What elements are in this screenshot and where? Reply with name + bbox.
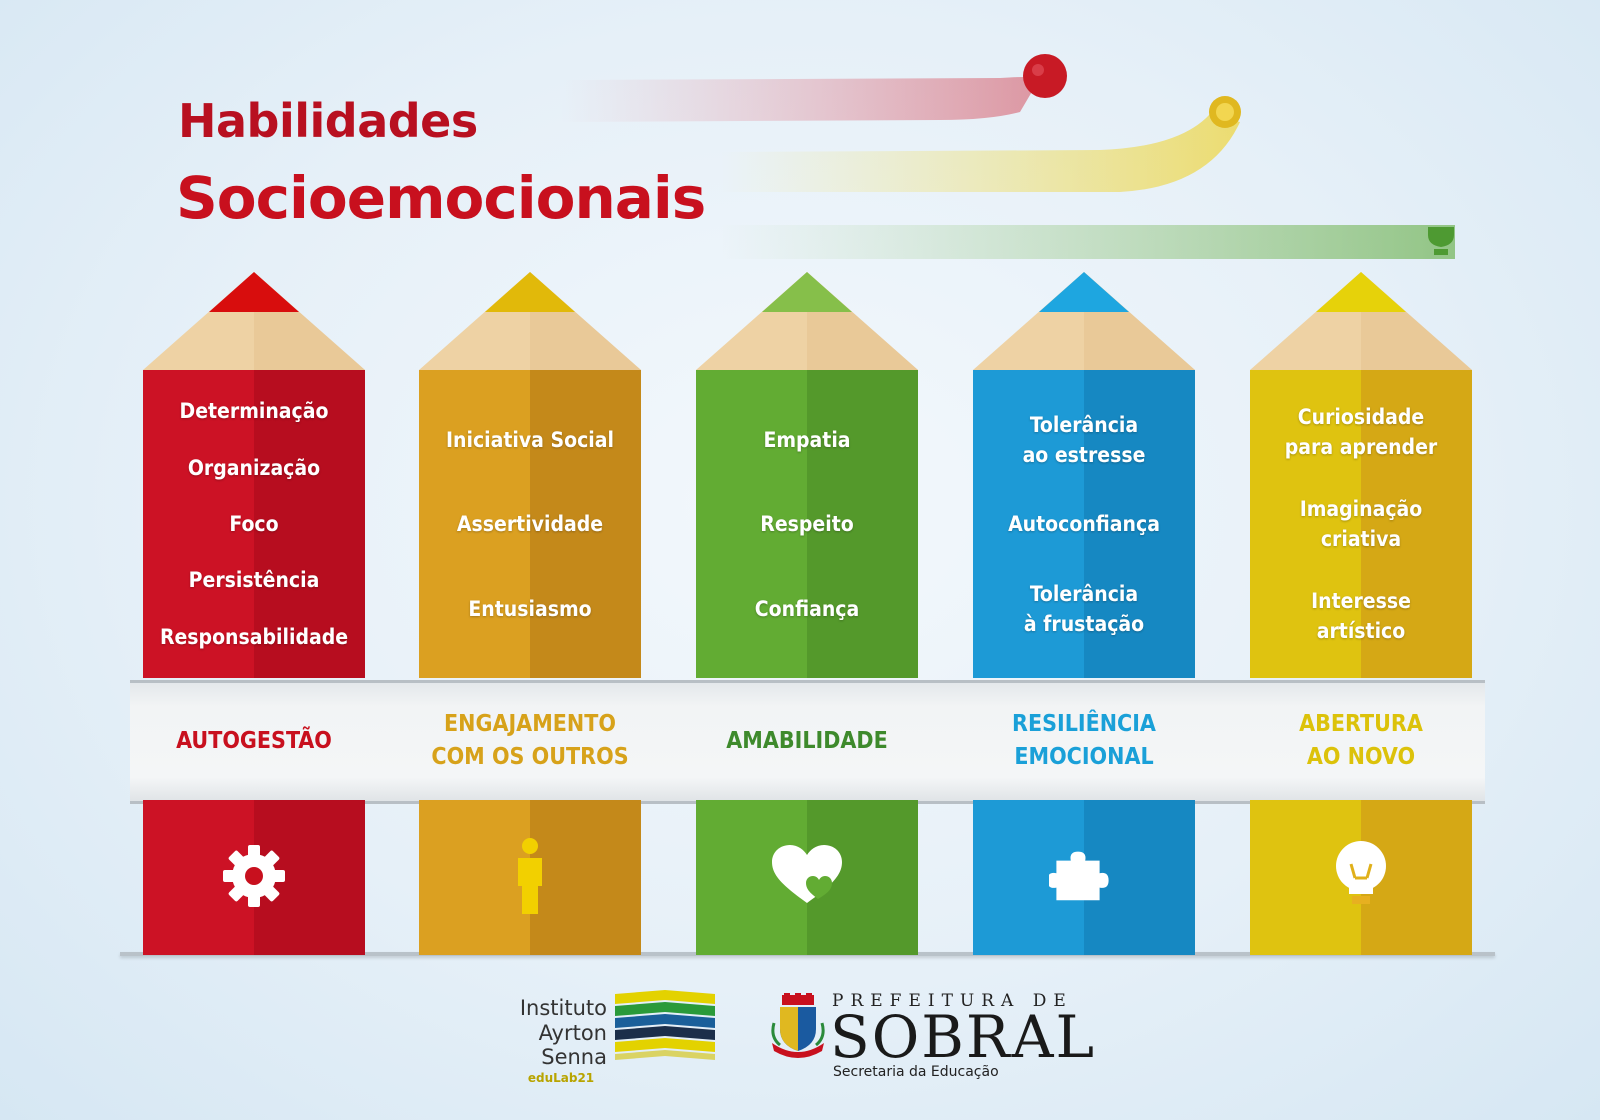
heart-icon <box>772 844 842 911</box>
lightbulb-icon <box>1333 840 1389 916</box>
skill-item: Empatia <box>763 427 851 452</box>
pillar-base-engajamento <box>419 800 641 955</box>
title-line-2: Socioemocionais <box>176 164 706 232</box>
sobral-label: SOBRAL <box>830 1003 1096 1071</box>
skill-item: Tolerância ao estresse <box>1022 412 1146 467</box>
skill-item: Assertividade <box>456 512 604 536</box>
skill-item: Iniciativa Social <box>446 427 614 452</box>
instituto-label: Instituto <box>519 996 607 1020</box>
pillar-base-resiliencia <box>973 800 1195 955</box>
pencil-tip <box>1250 272 1472 370</box>
person-icon <box>510 836 550 920</box>
instituto-ayrton-senna-text: Instituto Ayrton Senna eduLab21 <box>515 995 607 1087</box>
edulab-label: eduLab21 <box>527 1071 595 1085</box>
pillar-label-engajamento: ENGAJAMENTO COM OS OUTROS <box>431 711 629 770</box>
prefeitura-label: PREFEITURA DE <box>832 991 1073 1011</box>
pillar-label-abertura: ABERTURA AO NOVO <box>1299 711 1423 770</box>
yellow-trail-ball <box>720 96 1241 192</box>
gear-icon <box>219 841 289 915</box>
ayrton-label: Ayrton <box>538 1021 607 1045</box>
skill-item: Autoconfiança <box>1008 512 1160 536</box>
title-line-1: Habilidades <box>178 94 478 148</box>
skill-item: Foco <box>229 511 279 536</box>
green-trail-trophy <box>720 225 1455 259</box>
pillar-label-autogestao: AUTOGESTÃO <box>176 727 332 754</box>
skill-item: Confiança <box>754 596 860 621</box>
pillar-base-abertura <box>1250 800 1472 955</box>
pencil-tip <box>143 272 365 370</box>
skill-item: Determinação <box>179 399 329 424</box>
skill-item: Respeito <box>760 512 854 536</box>
pillar-label-resiliencia: RESILIÊNCIA EMOCIONAL <box>1012 711 1156 770</box>
skill-item: Curiosidade para aprender <box>1284 405 1438 459</box>
pencil-tip <box>696 272 918 370</box>
puzzle-icon <box>1047 846 1119 910</box>
skill-item: Entusiasmo <box>468 596 592 621</box>
skill-item: Organização <box>187 455 321 480</box>
pencil-tip <box>419 272 641 370</box>
pillar-base-amabilidade <box>696 800 918 955</box>
pillar-base-autogestao <box>143 800 365 955</box>
instituto-ayrton-senna-logo <box>615 990 715 1060</box>
skill-item: Interesse artístico <box>1311 589 1411 643</box>
pencil-tip <box>973 272 1195 370</box>
sobral-coat-of-arms-icon <box>771 993 825 1058</box>
skill-item: Tolerância à frustação <box>1023 581 1145 636</box>
skill-item: Imaginação criativa <box>1299 497 1423 551</box>
secretaria-label: Secretaria da Educação <box>833 1064 999 1080</box>
skill-item: Responsabilidade <box>159 624 349 649</box>
red-trail-ball <box>560 54 1067 122</box>
pillar-label-amabilidade: AMABILIDADE <box>726 727 888 754</box>
skill-item: Persistência <box>188 568 320 593</box>
senna-label: Senna <box>541 1045 607 1069</box>
